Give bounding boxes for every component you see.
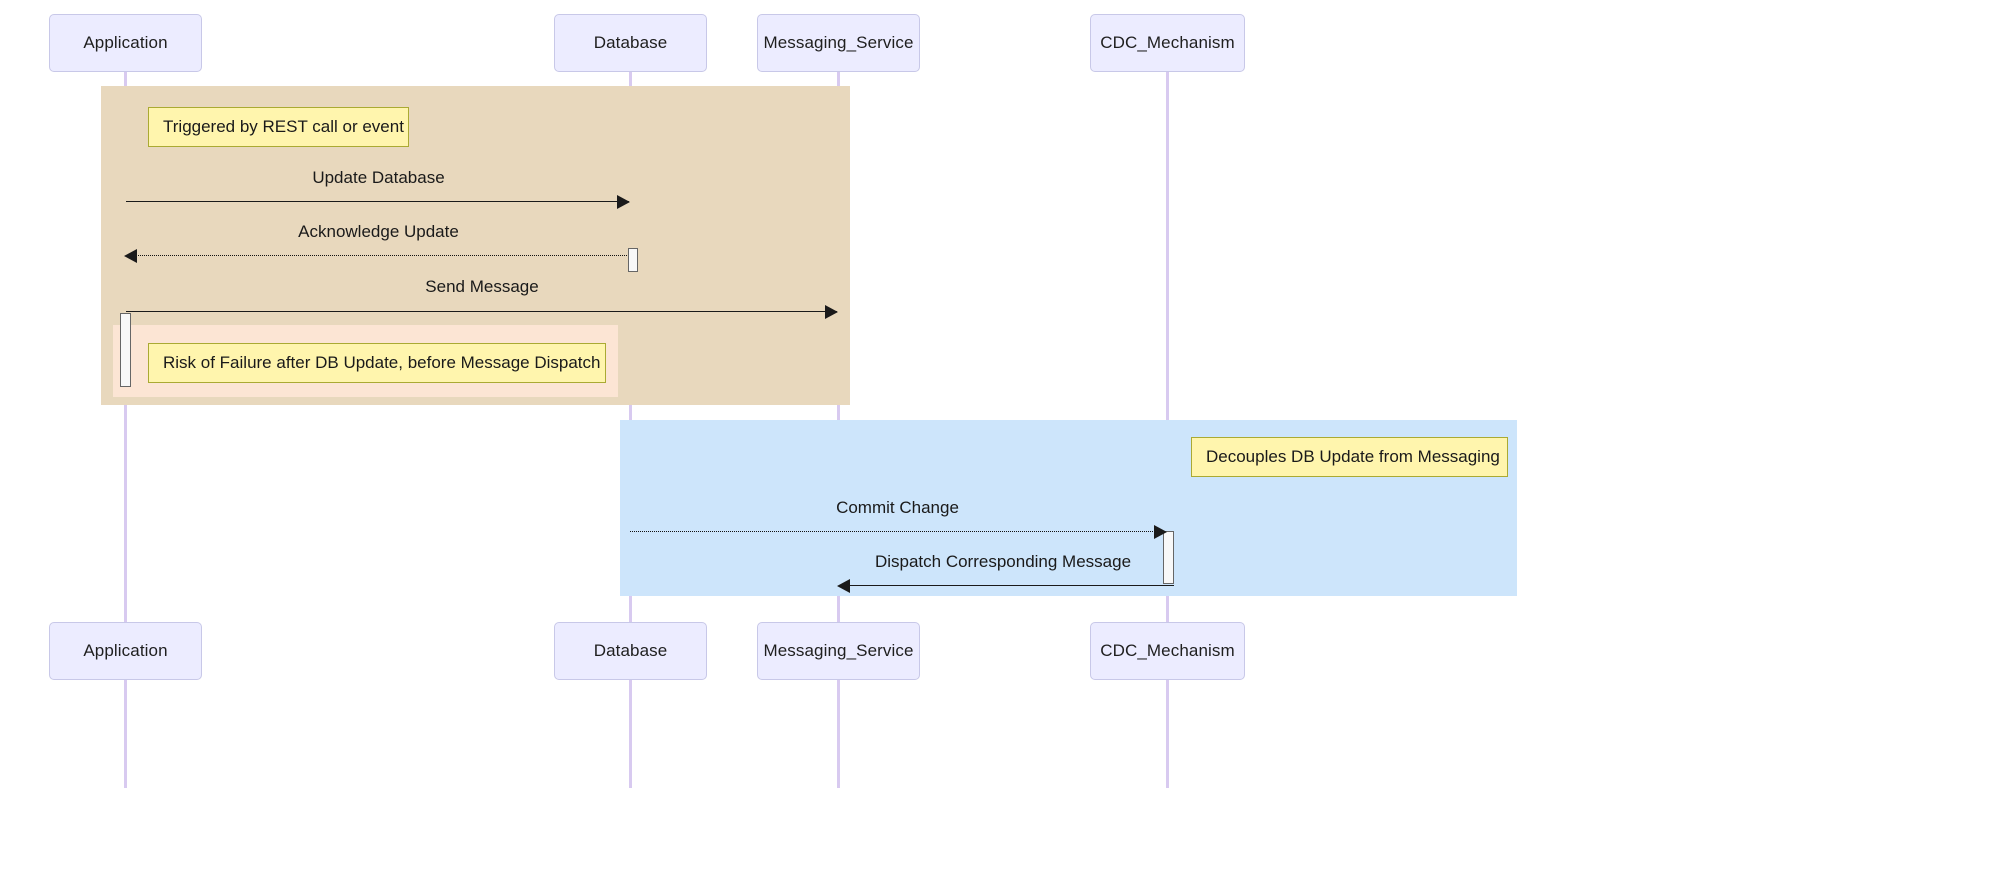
note-rest-trigger: Triggered by REST call or event <box>148 107 409 147</box>
note-text: Triggered by REST call or event <box>163 117 404 136</box>
message-label-dispatch: Dispatch Corresponding Message <box>838 552 1168 572</box>
message-arrowhead-update-database <box>617 195 630 209</box>
message-arrowhead-commit-change <box>1154 525 1167 539</box>
message-text: Acknowledge Update <box>298 222 459 241</box>
lifeline-application <box>124 72 127 788</box>
message-label-send-message: Send Message <box>126 277 838 297</box>
message-text: Commit Change <box>836 498 959 517</box>
message-label-acknowledge-update: Acknowledge Update <box>126 222 631 242</box>
participant-label: Messaging_Service <box>763 33 914 52</box>
message-line-dispatch <box>841 585 1174 586</box>
message-text: Dispatch Corresponding Message <box>874 552 1132 571</box>
message-line-send-message <box>126 311 837 312</box>
message-line-acknowledge-update <box>128 255 629 256</box>
message-line-commit-change <box>630 531 1155 532</box>
note-text: Risk of Failure after DB Update, before … <box>163 353 601 372</box>
participant-application-bottom[interactable]: Application <box>49 622 202 680</box>
message-arrowhead-dispatch <box>837 579 850 593</box>
message-line-update-database <box>126 201 629 202</box>
activation-cdc-mechanism <box>1163 531 1174 584</box>
participant-database-top[interactable]: Database <box>554 14 707 72</box>
message-text: Update Database <box>312 168 445 187</box>
activation-application <box>120 313 131 387</box>
participant-cdc-mechanism-top[interactable]: CDC_Mechanism <box>1090 14 1245 72</box>
participant-label: Database <box>593 33 668 52</box>
participant-messaging-service-bottom[interactable]: Messaging_Service <box>757 622 920 680</box>
message-label-commit-change: Commit Change <box>630 498 1165 518</box>
participant-label: CDC_Mechanism <box>1100 33 1235 52</box>
participant-label: Application <box>83 33 168 52</box>
participant-database-bottom[interactable]: Database <box>554 622 707 680</box>
message-label-update-database: Update Database <box>126 168 631 188</box>
note-risk-failure: Risk of Failure after DB Update, before … <box>148 343 606 383</box>
message-text: Send Message <box>425 277 539 296</box>
note-decouples: Decouples DB Update from Messaging <box>1191 437 1508 477</box>
participant-label: Application <box>83 641 168 660</box>
participant-application-top[interactable]: Application <box>49 14 202 72</box>
participant-label: Messaging_Service <box>763 641 914 660</box>
message-arrowhead-send-message <box>825 305 838 319</box>
participant-messaging-service-top[interactable]: Messaging_Service <box>757 14 920 72</box>
participant-label: Database <box>593 641 668 660</box>
participant-label: CDC_Mechanism <box>1100 641 1235 660</box>
activation-database <box>628 248 638 272</box>
participant-cdc-mechanism-bottom[interactable]: CDC_Mechanism <box>1090 622 1245 680</box>
note-text: Decouples DB Update from Messaging <box>1206 447 1500 466</box>
message-arrowhead-acknowledge-update <box>124 249 137 263</box>
